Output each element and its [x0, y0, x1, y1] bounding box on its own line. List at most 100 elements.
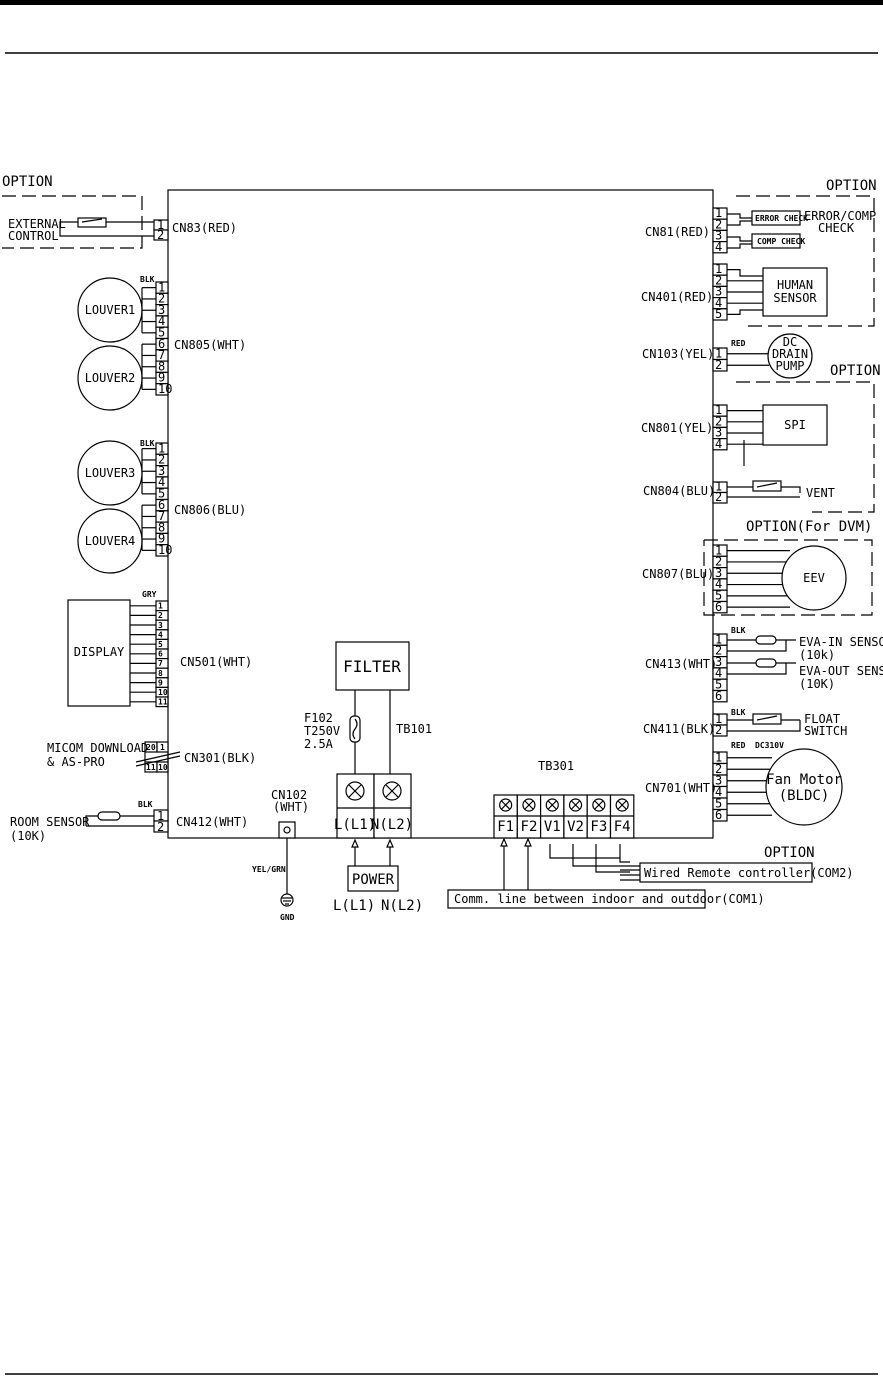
svg-text:Wired Remote controller(COM2): Wired Remote controller(COM2): [644, 866, 854, 880]
cn81-pin: [712, 241, 728, 254]
error-comp-check-label-2: CHECK: [818, 221, 855, 235]
cn102-terminal: [278, 821, 296, 839]
cn701-label: CN701(WHT): [645, 781, 717, 795]
cn401-wire: [727, 309, 763, 315]
cn701-voltage: DC310V: [755, 741, 784, 750]
cn806-pin-number: 1: [158, 441, 165, 455]
cn806-pin-number: 3: [158, 464, 165, 478]
cn401-label: CN401(RED): [641, 290, 713, 304]
cn413-pin-number: 3: [715, 655, 722, 669]
option-top-frame: [736, 195, 875, 327]
cn701-wire-color: RED: [731, 741, 746, 750]
connector-cn301: 20 1 11 10 CN301(BLK): [135, 741, 256, 773]
eva-out-sensor-label-2: (10K): [799, 677, 835, 691]
fan-motor-circle: [765, 748, 843, 826]
svg-text:L(L1): L(L1): [334, 817, 376, 833]
cn807-label: CN807(BLU): [642, 567, 714, 581]
cn701-pin-number: 4: [715, 785, 722, 799]
gnd-label: GND: [280, 913, 295, 922]
terminal-screw-icon: [615, 798, 629, 812]
main-pcb: [167, 189, 714, 839]
cn805-pin-number: 2: [158, 292, 165, 306]
svg-text:COMP CHECK: COMP CHECK: [757, 237, 805, 246]
cn413-wire-color: BLK: [731, 626, 746, 635]
fuse-label: F102: [304, 711, 333, 725]
cn411-pin-number: 2: [715, 723, 722, 737]
float-switch-label: FLOAT: [804, 712, 840, 726]
cn805-label: CN805(WHT): [174, 338, 246, 352]
cn103-wire-color: RED: [731, 339, 746, 348]
cn805-pin-number: 9: [158, 371, 165, 385]
terminal-screw-icon: [545, 798, 559, 812]
cn103-pin-number: 1: [715, 347, 722, 361]
cn81-pin-number: 4: [715, 240, 722, 254]
cn806-pin-number: 2: [158, 453, 165, 467]
cn413-pin-number: 5: [715, 678, 722, 692]
cn804-pin-number: 1: [715, 480, 722, 494]
cn806-label: CN806(BLU): [174, 503, 246, 517]
terminal-screw-icon: [592, 798, 606, 812]
float-switch-label-2: SWITCH: [804, 724, 847, 738]
cn806-pin-number: 7: [158, 509, 165, 523]
cn806-pin-number: 8: [158, 520, 165, 534]
connector-cn83: 1 2 CN83(RED): [153, 218, 237, 242]
svg-text:1: 1: [157, 809, 164, 823]
cn301-label: CN301(BLK): [184, 751, 256, 765]
dc-drain-pump: [767, 333, 813, 379]
power-n-label: N(L2): [381, 898, 423, 914]
cn412-wire-color: BLK: [138, 800, 153, 809]
external-control-label-2: CONTROL: [8, 229, 59, 243]
svg-text:10: 10: [158, 763, 168, 772]
cn807-pin-number: 4: [715, 577, 722, 591]
connector-cn411: 12: [712, 712, 728, 737]
cn805-pin-number: 3: [158, 303, 165, 317]
cn81-label: CN81(RED): [645, 225, 710, 239]
svg-text:DRAIN: DRAIN: [772, 347, 808, 361]
cn806-pin-number: 4: [158, 475, 165, 489]
tb301-terminal-label: V1: [544, 819, 561, 835]
svg-text:Fan Motor: Fan Motor: [766, 772, 842, 788]
cn801-label: CN801(YEL): [641, 421, 713, 435]
option-dvm-label: OPTION(For DVM): [746, 519, 872, 535]
cn102-label-2: (WHT): [273, 800, 309, 814]
cn501-pin-number: 5: [158, 640, 163, 649]
human-sensor-box: [762, 267, 828, 317]
svg-text:ERROR CHECK: ERROR CHECK: [755, 214, 808, 223]
cn103-label: CN103(YEL): [642, 347, 714, 361]
cn805-pin-number: 7: [158, 348, 165, 362]
cn805-pin-number: 4: [158, 314, 165, 328]
cn501-pin-number: 1: [158, 602, 163, 611]
filter-box: [335, 641, 410, 691]
svg-text:EEV: EEV: [803, 571, 825, 585]
cn103-pin-number: 2: [715, 358, 722, 372]
vent-switch-icon: [752, 480, 782, 492]
cn83-label: CN83(RED): [172, 221, 237, 235]
cn804-pin-number: 2: [715, 490, 722, 504]
tb301-terminal-label: V2: [567, 819, 584, 835]
tb301-terminal-label: F4: [614, 819, 631, 835]
fuse-label-2: T250V: [304, 724, 340, 738]
cn81-pin-number: 2: [715, 217, 722, 231]
connector-cn412: 1 2 CN412(WHT): [153, 809, 248, 834]
error-comp-check-label: ERROR/COMP: [804, 209, 876, 223]
float-switch-icon: [752, 713, 782, 725]
option-spi-frame: [736, 381, 875, 513]
connector-cn103: 12: [712, 347, 769, 372]
ground-icon: [280, 893, 294, 907]
external-control-label: EXTERNAL: [8, 217, 66, 231]
cn501-pin-number: 10: [158, 688, 168, 697]
terminal-screw-icon: [568, 798, 583, 812]
option-top-label: OPTION: [826, 178, 877, 194]
cn807-pin-number: 6: [715, 600, 722, 614]
wired-remote-box: [639, 862, 813, 883]
display-box: [67, 599, 131, 707]
svg-text:20: 20: [146, 743, 156, 752]
svg-text:2: 2: [157, 228, 164, 242]
